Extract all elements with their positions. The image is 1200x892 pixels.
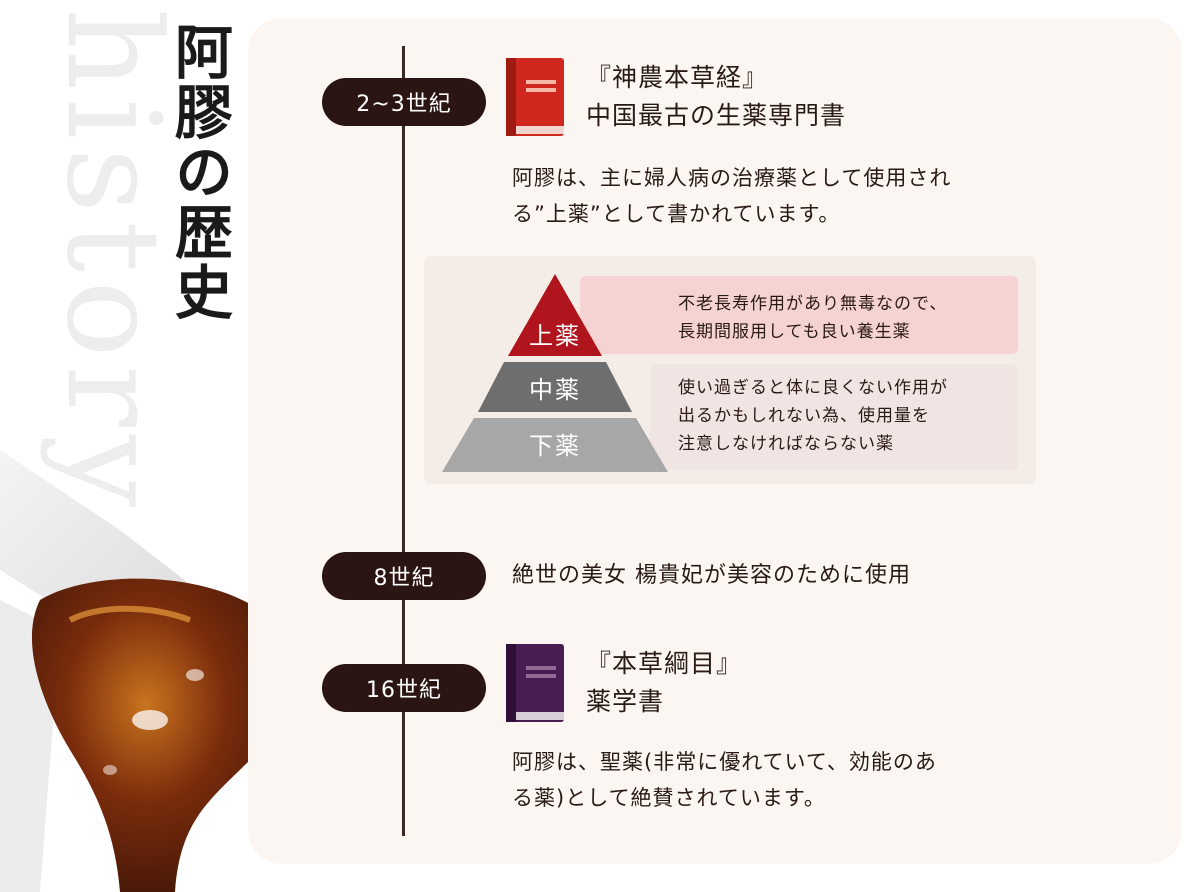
red-book-icon xyxy=(506,58,564,136)
lower-note-line2: 出るかもしれない為、使用量を xyxy=(678,406,930,426)
pyramid-label-middle: 中薬 xyxy=(529,376,581,404)
era1-desc-line1: 阿膠は、主に婦人病の治療薬として使用され xyxy=(512,166,952,190)
book-subtitle-bencao: 薬学書 xyxy=(586,687,665,716)
upper-note-line1: 不老長寿作用があり無毒なので、 xyxy=(678,294,948,314)
era-badge-2-3c: 2~3世紀 xyxy=(322,78,486,126)
era-badge-8c: 8世紀 xyxy=(322,552,486,600)
history-watermark: history xyxy=(38,8,187,516)
middle-lower-medicine-band xyxy=(650,364,1018,470)
timeline-line xyxy=(402,46,405,836)
era2-desc: 絶世の美女 楊貴妃が美容のために使用 xyxy=(512,563,911,588)
purple-book-icon xyxy=(506,644,564,722)
spoon-illustration xyxy=(0,450,286,892)
pyramid-middle-tier xyxy=(478,362,632,412)
era1-desc-line2: る”上薬”として書かれています。 xyxy=(512,202,841,226)
upper-medicine-band xyxy=(580,276,1018,354)
lower-note-line3: 注意しなければならない薬 xyxy=(678,434,894,454)
lower-note-line1: 使い過ぎると体に良くない作用が xyxy=(678,378,948,398)
upper-note-line2: 長期間服用しても良い養生薬 xyxy=(678,322,911,342)
pyramid-top-tier xyxy=(508,274,602,356)
era-badge-16c: 16世紀 xyxy=(322,664,486,712)
book-title-shennong: 『神農本草経』 xyxy=(586,63,769,92)
page-title: 阿膠の歴史 xyxy=(164,22,233,322)
pyramid-label-upper: 上薬 xyxy=(529,322,581,350)
book-title-bencao: 『本草綱目』 xyxy=(586,649,743,678)
era3-desc-line1: 阿膠は、聖薬(非常に優れていて、効能のあ xyxy=(512,750,937,774)
pyramid-label-lower: 下薬 xyxy=(529,432,581,460)
medicine-pyramid xyxy=(442,274,668,472)
pyramid-bottom-tier xyxy=(442,418,668,472)
era3-desc-line2: る薬)として絶賛されています。 xyxy=(512,786,826,810)
book-subtitle-shennong: 中国最古の生薬専門書 xyxy=(586,101,847,130)
